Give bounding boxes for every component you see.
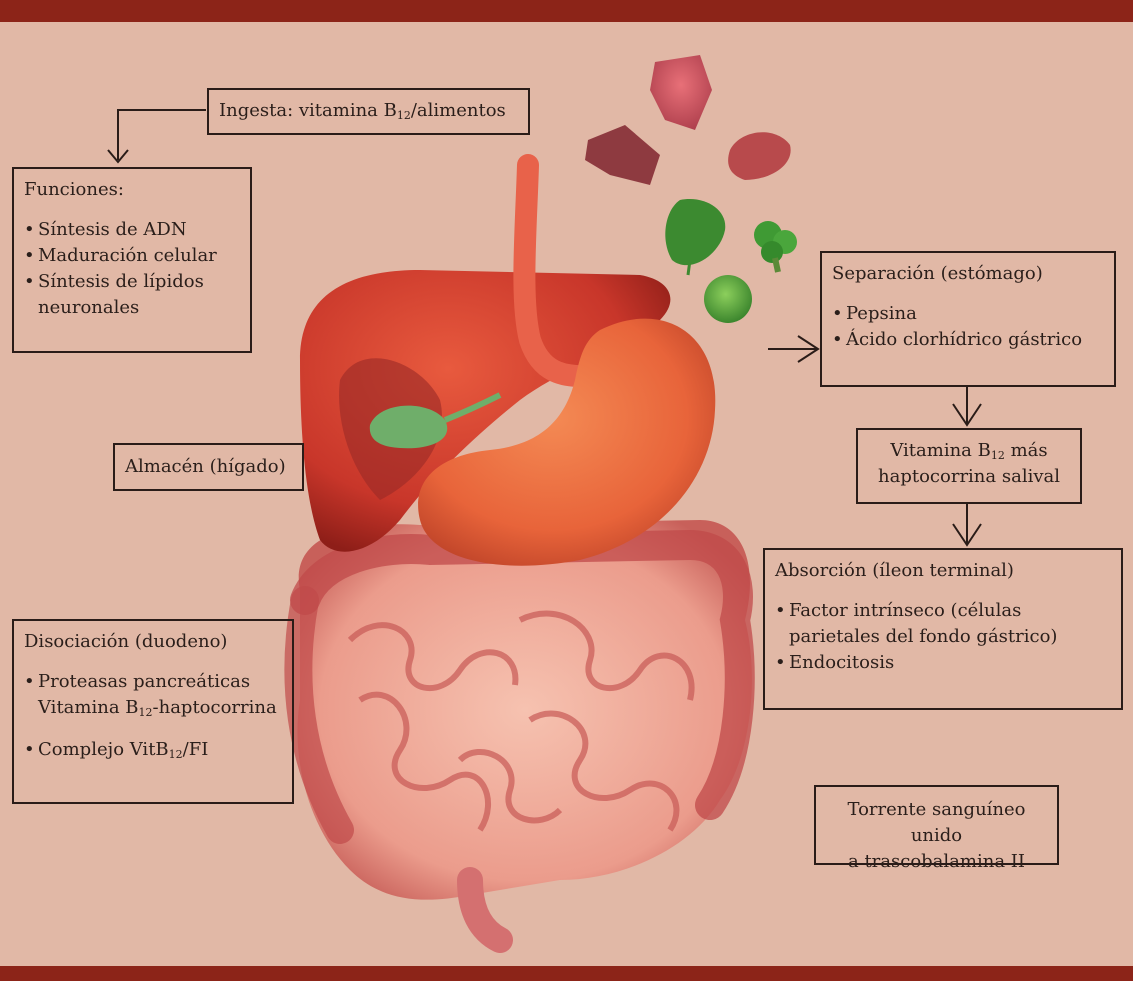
absorcion-box: Absorción (íleon terminal) Factor intrín… (763, 548, 1123, 710)
ingesta-box: Ingesta: vitamina B12/alimentos (207, 88, 530, 135)
torrente-line2: a trascobalamina II (826, 849, 1047, 875)
digestive-system-illustration (297, 165, 751, 940)
funciones-item: Maduración celular (24, 243, 240, 269)
absorcion-title: Absorción (íleon terminal) (775, 558, 1111, 584)
funciones-title: Funciones: (24, 177, 240, 203)
absorcion-item: Endocitosis (775, 650, 1111, 676)
vitamina-saliva-box: Vitamina B12 más haptocorrina salival (856, 428, 1082, 504)
vitamina-saliva-line2: haptocorrina salival (868, 464, 1070, 490)
funciones-list: Síntesis de ADN Maduración celular Sínte… (24, 217, 240, 321)
ingesta-label: Ingesta: vitamina B12/alimentos (219, 100, 506, 121)
separacion-title: Separación (estómago) (832, 261, 1104, 287)
separacion-item: Ácido clorhídrico gástrico (832, 327, 1104, 353)
leafy-greens-icon (665, 199, 725, 265)
almacen-box: Almacén (hígado) (113, 443, 304, 491)
red-meat-icon (650, 55, 712, 130)
vitamina-saliva-line1: Vitamina B12 más (868, 438, 1070, 464)
disociacion-list: Proteasas pancreáticas Vitamina B12-hapt… (24, 669, 282, 763)
separacion-item: Pepsina (832, 301, 1104, 327)
torrente-line1: Torrente sanguíneo unido (826, 797, 1047, 849)
absorcion-item: Factor intrínseco (células parietales de… (775, 598, 1111, 650)
separacion-box: Separación (estómago) Pepsina Ácido clor… (820, 251, 1116, 387)
disociacion-item: Complejo VitB12/FI (24, 737, 282, 763)
arrow-ingesta-funciones (118, 110, 206, 160)
separacion-list: Pepsina Ácido clorhídrico gástrico (832, 301, 1104, 353)
almacen-label: Almacén (hígado) (125, 456, 286, 477)
disociacion-box: Disociación (duodeno) Proteasas pancreát… (12, 619, 294, 804)
torrente-box: Torrente sanguíneo unido a trascobalamin… (814, 785, 1059, 865)
brussels-sprout-icon (704, 275, 752, 323)
broccoli-icon (754, 221, 797, 272)
absorcion-list: Factor intrínseco (células parietales de… (775, 598, 1111, 676)
funciones-box: Funciones: Síntesis de ADN Maduración ce… (12, 167, 252, 353)
disociacion-item: Proteasas pancreáticas Vitamina B12-hapt… (24, 669, 282, 721)
funciones-item: Síntesis de ADN (24, 217, 240, 243)
funciones-item: Síntesis de lípidos neuronales (24, 269, 240, 321)
red-meat-icon-2 (585, 125, 660, 185)
red-meat-icon-3 (728, 132, 791, 180)
disociacion-title: Disociación (duodeno) (24, 629, 282, 655)
